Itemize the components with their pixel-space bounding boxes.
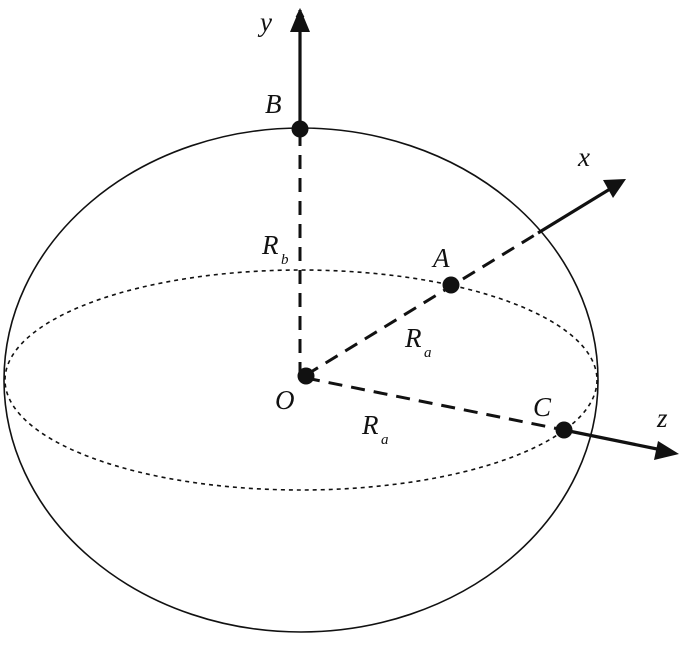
radius-ra-x-subscript: a	[424, 345, 432, 361]
x-axis-label: x	[577, 142, 590, 172]
x-axis-arrow	[537, 187, 611, 235]
radius-rb-label: R b	[261, 230, 289, 268]
x-axis-arrowhead	[603, 179, 626, 198]
z-axis-label: z	[656, 403, 668, 433]
z-axis-arrow	[563, 428, 663, 452]
point-a-dot	[442, 276, 460, 294]
point-c-label: C	[533, 392, 552, 422]
point-a-label: A	[431, 243, 450, 273]
radius-ra-z-main: R	[361, 410, 379, 440]
radius-ra-z-subscript: a	[381, 432, 389, 448]
point-c-dot	[555, 421, 573, 439]
equator-dotted-ellipse	[4, 269, 598, 491]
origin-label: O	[275, 385, 295, 415]
radius-rb-main: R	[261, 230, 279, 260]
y-axis-arrowhead	[290, 8, 310, 32]
point-b-label: B	[265, 89, 282, 119]
radius-ra-x-main: R	[404, 323, 422, 353]
x-axis-dashed-segment	[305, 231, 539, 377]
origin-dot	[297, 367, 315, 385]
radius-rb-subscript: b	[281, 252, 289, 268]
radius-ra-label-z: R a	[361, 410, 389, 448]
radius-ra-label-x: R a	[404, 323, 432, 361]
z-axis-dashed-segment	[305, 376, 565, 432]
z-axis-arrowhead	[654, 441, 679, 460]
y-axis-label: y	[257, 7, 272, 37]
point-b-dot	[291, 120, 309, 138]
